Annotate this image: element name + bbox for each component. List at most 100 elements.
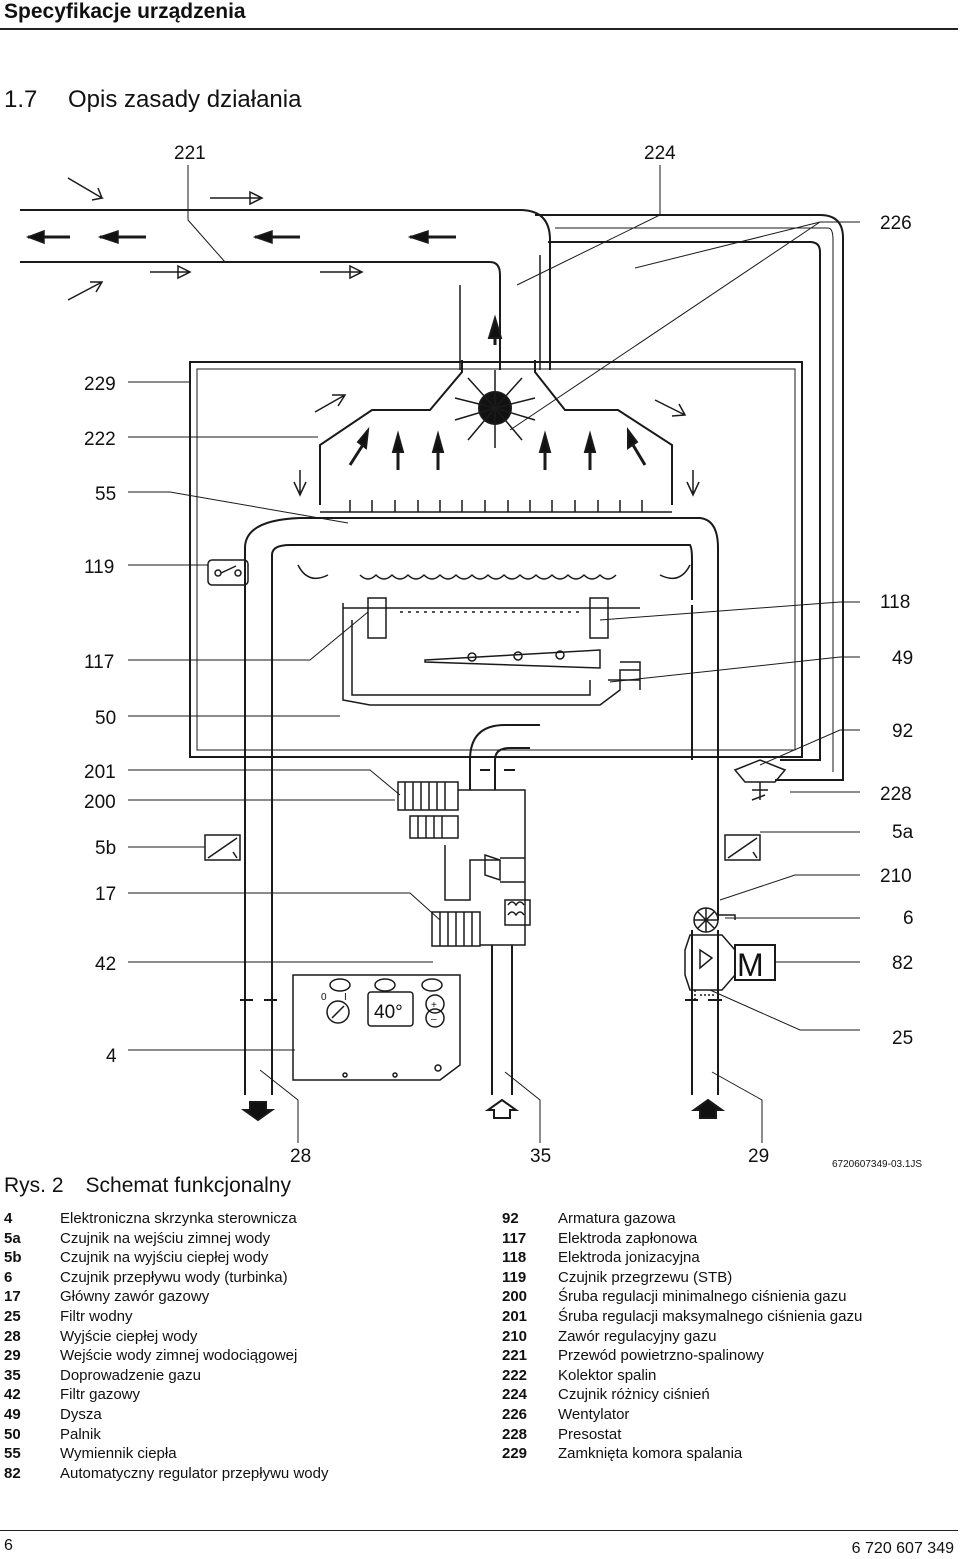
callout-29: 29 [748,1146,769,1167]
gas-valve-assembly [397,781,531,947]
button-plus-label: + [431,1000,437,1011]
fan-226 [293,314,700,505]
callout-210: 210 [880,866,912,887]
legend-key: 55 [4,1445,21,1463]
legend-text: Czujnik różnicy ciśnień [558,1386,710,1404]
callout-50: 50 [95,708,116,729]
flow-arrows-duct [25,177,456,301]
legend-text: Wymiennik ciepła [60,1445,177,1463]
legend-text: Czujnik na wejściu zimnej wody [60,1229,271,1247]
section-number: 1.7 [4,86,38,113]
callout-117: 117 [84,652,114,673]
document-number: 6 720 607 349 [851,1540,954,1557]
legend-text: Filtr gazowy [60,1386,141,1404]
figure-number: Rys. 2 [4,1174,64,1197]
figure-title: Schemat funkcjonalny [85,1174,291,1197]
legend-item: 4 Elektroniczna skrzynka sterownicza [4,1209,328,1229]
presostat-228 [733,759,787,801]
callout-35: 35 [530,1146,551,1167]
legend-key: 4 [4,1210,13,1227]
legend-text: Zamknięta komora spalania [558,1445,743,1463]
legend-text: Przewód powietrzno-spalinowy [558,1347,764,1365]
legend-text: Czujnik przepływu wody (turbinka) [60,1268,288,1286]
legend-text: Elektroniczna skrzynka sterownicza [60,1210,297,1227]
legend-text: Czujnik na wyjściu ciepłej wody [60,1249,269,1267]
legend-item: 6 Czujnik przepływu wody (turbinka) [4,1268,328,1288]
callout-42: 42 [95,954,116,975]
legend-text: Czujnik przegrzewu (STB) [558,1268,733,1286]
button-minus-label: – [431,1014,437,1025]
legend-key: 6 [4,1268,13,1286]
legend-item: 55 Wymiennik ciepła [4,1444,328,1464]
legend-key: 5a [4,1229,21,1247]
legend-key: 17 [4,1288,21,1306]
control-display-value: 40° [374,1002,403,1023]
legend-text: Zawór regulacyjny gazu [558,1327,717,1345]
switch-label-on: I [344,992,347,1003]
legend-item: 229 Zamknięta komora spalania [502,1444,862,1464]
callout-17: 17 [95,884,116,905]
motor-label: M [737,947,764,983]
legend-key: 49 [4,1405,21,1423]
legend-key: 29 [4,1347,21,1365]
legend-key: 92 [502,1210,519,1227]
bottom-flow-arrows [240,1098,726,1122]
legend-text: Automatyczny regulator przepływu wody [60,1464,329,1482]
legend-text: Śruba regulacji minimalnego ciśnienia ga… [558,1288,847,1306]
callout-5a: 5a [892,822,914,843]
callout-5b: 5b [95,838,116,859]
heat-exchanger-55 [297,500,691,580]
callout-4: 4 [106,1046,117,1067]
legend-text: Elektroda zapłonowa [558,1229,698,1247]
legend-key: 117 [502,1229,527,1247]
legend-key: 201 [502,1307,528,1325]
water-sensors [204,834,761,861]
callout-228: 228 [880,784,912,805]
legend-text: Presostat [558,1425,622,1443]
legend-text: Palnik [60,1425,101,1443]
callout-92: 92 [892,721,913,742]
legend-text: Filtr wodny [60,1307,133,1325]
legend-key: 5b [4,1249,22,1267]
callout-49: 49 [892,648,913,669]
legend-key: 229 [502,1445,528,1463]
callout-118: 118 [880,592,910,613]
callout-6: 6 [903,908,914,929]
water-pipes [240,517,722,1095]
callout-55: 55 [95,484,116,505]
drawing-code: 6720607349-03.1JS [832,1159,922,1170]
callout-201: 201 [84,762,116,783]
legend-item: 117 Elektroda zapłonowa [502,1229,862,1249]
legend-text: Wentylator [558,1405,630,1423]
footer-rule [0,1530,958,1531]
callout-221: 221 [174,143,206,164]
page-header-title: Specyfikacje urządzenia [4,0,246,23]
legend-key: 118 [502,1249,527,1267]
leader-lines [128,165,860,1143]
legend-text: Doprowadzenie gazu [60,1366,201,1384]
callout-229: 229 [84,374,116,395]
callout-labels: 221 224 226 229 222 55 119 117 50 201 20… [84,143,922,1170]
legend-key: 222 [502,1366,528,1384]
legend-key: 228 [502,1425,528,1443]
legend-text: Wyjście ciepłej wody [60,1327,198,1345]
page-number: 6 [4,1537,13,1554]
